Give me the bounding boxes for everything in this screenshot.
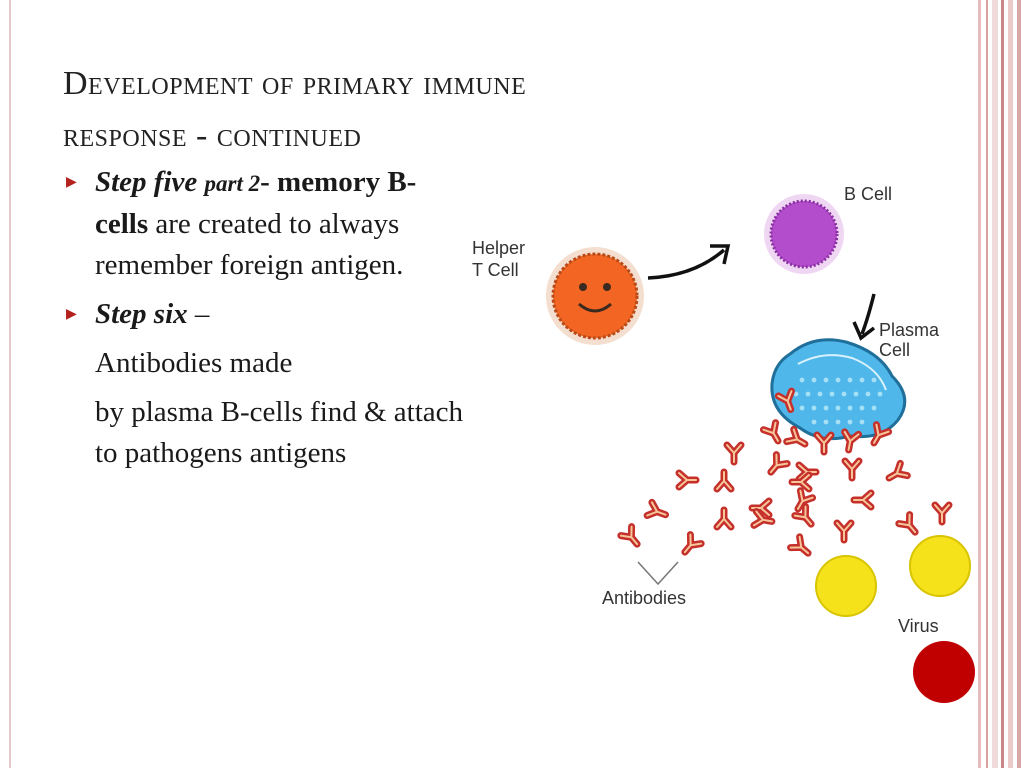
step-six-paragraph-1: Antibodies made — [95, 347, 293, 379]
antibodies-label: Antibodies — [602, 588, 686, 608]
plasma-cell-label-2: Cell — [879, 340, 910, 360]
title-line-1: Development of primary immune — [63, 65, 527, 102]
helper-t-cell-label-2: T Cell — [472, 260, 519, 280]
left-border-line — [9, 0, 11, 768]
bullet-arrow-icon: ▶ — [66, 307, 77, 322]
virus-label: Virus — [898, 616, 939, 636]
memory-b-cells-phrase: memory B-cells — [95, 166, 417, 240]
b-cell-label: B Cell — [844, 184, 892, 204]
step-six-paragraph-2: by plasma B-cells find & attach to patho… — [95, 396, 464, 469]
bullet-step-five: ▶ Step five part 2- memory B-cells are c… — [64, 162, 464, 286]
step-five-dash: - — [260, 166, 270, 198]
virus-icon — [815, 555, 877, 617]
decorative-stripes — [978, 0, 1024, 768]
bullet-arrow-icon: ▶ — [66, 175, 77, 190]
activation-arrow-icon — [647, 244, 731, 280]
bullet-list: ▶ Step five part 2- memory B-cells are c… — [64, 162, 464, 474]
virus-icon — [909, 535, 971, 597]
slide-title: Development of primary immune response -… — [63, 58, 763, 162]
red-circle-decoration — [913, 641, 975, 703]
bullet-step-six: ▶ Step six – — [64, 294, 464, 335]
plasma-cell-label-1: Plasma — [879, 320, 940, 340]
differentiation-arrow-icon — [852, 293, 876, 341]
helper-t-cell-label-1: Helper — [472, 238, 525, 258]
b-cell-icon — [764, 194, 844, 274]
step-five-text: are created to always remember foreign a… — [95, 208, 404, 281]
step-five-lead: Step five — [95, 166, 198, 198]
antibody-cloud-icon — [621, 423, 949, 559]
antibodies-bracket — [637, 561, 679, 586]
helper-t-cell-icon — [546, 247, 644, 345]
immune-response-figure: Helper T Cell B Cell Plasma Cell — [472, 184, 971, 636]
title-line-2: response - continued — [63, 117, 362, 154]
step-six-dash: – — [187, 298, 210, 330]
step-six-lead: Step six — [95, 298, 188, 330]
step-five-part: part 2 — [204, 171, 261, 196]
